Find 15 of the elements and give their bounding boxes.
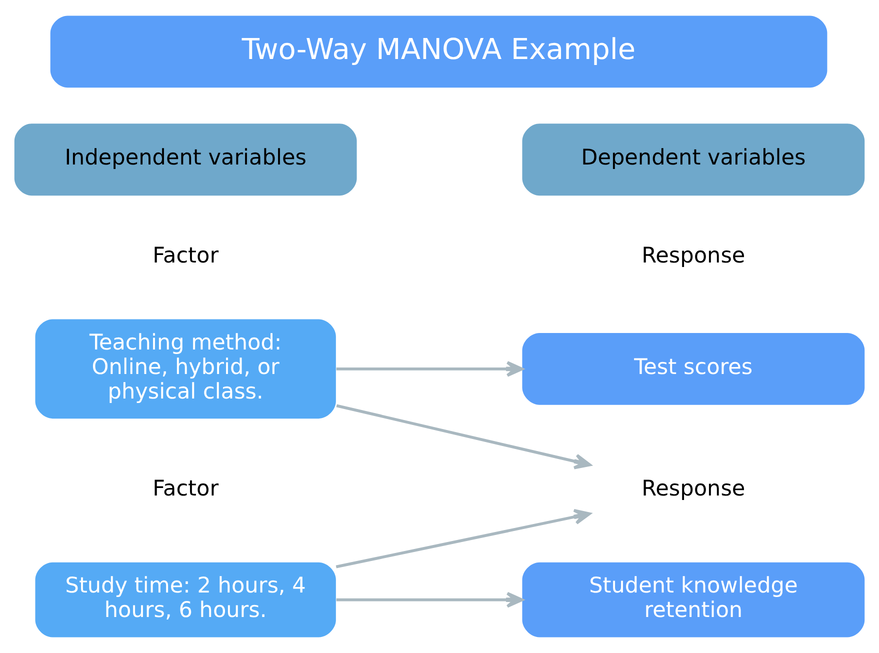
- label: Factor: [152, 476, 219, 502]
- node-box: Two-Way MANOVA Example: [50, 16, 828, 88]
- label: Response: [642, 243, 746, 268]
- node-box: Dependent variables: [522, 124, 865, 196]
- arrow: [336, 592, 524, 608]
- node-box: Teaching method: Online, hybrid, or physical class.: [35, 319, 336, 419]
- node-box: Student knowledge retention: [522, 562, 865, 638]
- node-box: Test scores: [522, 332, 865, 405]
- arrow: [336, 361, 524, 377]
- arrow: [336, 508, 591, 568]
- node-box: Independent variables: [14, 124, 357, 196]
- label: Factor: [152, 243, 219, 268]
- arrow: [336, 404, 592, 470]
- node-box: Study time: 2 hours, 4 hours, 6 hours.: [35, 562, 336, 638]
- node-text: Response: [642, 476, 746, 502]
